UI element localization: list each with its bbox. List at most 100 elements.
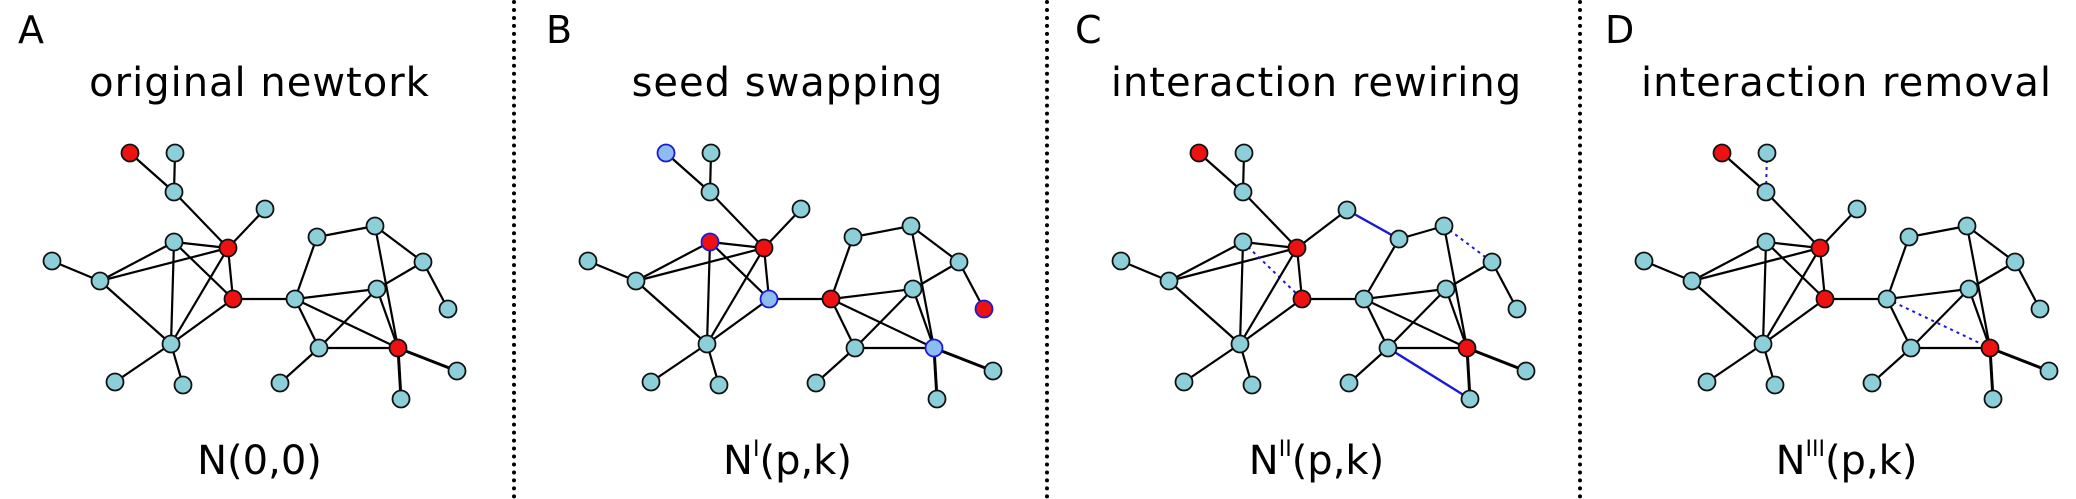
- panel-a: A original newtork N(0,0): [0, 0, 519, 499]
- seed-node: [700, 232, 720, 252]
- network-graph: [1111, 143, 1536, 409]
- panel-divider: [512, 0, 516, 499]
- network-edge: [909, 225, 936, 349]
- network-edge: [173, 241, 234, 300]
- network-node: [1378, 338, 1398, 358]
- network-node: [447, 361, 467, 381]
- removed-edge: [1443, 225, 1493, 263]
- network-node: [1634, 251, 1654, 271]
- panel-letter: D: [1605, 8, 1635, 52]
- seed-node: [388, 338, 408, 358]
- seed-node: [1815, 289, 1835, 309]
- network-node: [2005, 252, 2025, 272]
- network-edge: [1908, 224, 1968, 239]
- network-node: [1756, 182, 1776, 202]
- network-node: [1899, 227, 1919, 247]
- seed-node: [223, 289, 243, 309]
- network-node: [285, 289, 305, 309]
- network-edge: [1691, 280, 1764, 345]
- network-label-superscript: II: [1278, 436, 1292, 462]
- network-node: [1482, 252, 1502, 272]
- network-graph: [1634, 143, 2059, 409]
- panel-letter: B: [546, 8, 573, 52]
- network-edge: [99, 241, 175, 282]
- network-edge: [830, 287, 914, 301]
- panel-title: interaction removal: [1641, 60, 2052, 106]
- network-edge: [1242, 191, 1298, 249]
- panel-b: B seed swapping NI(p,k): [528, 0, 1047, 499]
- network-node: [270, 373, 290, 393]
- network-edge: [294, 298, 399, 349]
- network-edge: [99, 246, 229, 283]
- network-edge: [1363, 287, 1447, 301]
- seed-node: [821, 289, 841, 309]
- network-node: [365, 216, 385, 236]
- network-node: [1507, 299, 1527, 319]
- seed-node: [1292, 289, 1312, 309]
- network-edge: [1238, 241, 1245, 345]
- network-node: [42, 251, 62, 271]
- network-edge: [635, 246, 765, 283]
- network-node: [307, 227, 327, 247]
- panel-title: original newtork: [89, 60, 430, 106]
- panel-divider: [1045, 0, 1049, 499]
- network-edge: [1721, 152, 1767, 193]
- network-label-superscript: III: [1805, 436, 1825, 462]
- network-node: [697, 334, 717, 354]
- network-node: [255, 199, 275, 219]
- network-node: [165, 143, 185, 163]
- seed-node: [974, 299, 994, 319]
- network-edge: [1966, 225, 2016, 263]
- network-node: [309, 338, 329, 358]
- network-node: [1959, 279, 1979, 299]
- network-node: [2039, 361, 2059, 381]
- network-edge: [1989, 346, 2050, 373]
- network-node: [983, 361, 1003, 381]
- network-node: [1233, 232, 1253, 252]
- network-edge: [173, 191, 229, 249]
- panel-title: seed swapping: [631, 60, 944, 106]
- network-edge: [1706, 343, 1764, 383]
- network-edge: [829, 236, 855, 300]
- network-label-base: N: [723, 438, 753, 484]
- network-label: N(0,0): [0, 438, 519, 484]
- network-node: [1756, 232, 1776, 252]
- swapped-node: [924, 338, 944, 358]
- network-edge: [1762, 247, 1821, 345]
- network-edge: [1691, 241, 1767, 282]
- network-edge: [375, 288, 400, 349]
- network-label: NIII(p,k): [1587, 436, 2076, 484]
- swapped-node: [759, 289, 779, 309]
- network-node: [845, 338, 865, 358]
- network-node: [1242, 375, 1262, 395]
- network-node: [1753, 334, 1773, 354]
- network-edge: [706, 247, 765, 345]
- seed-node: [218, 238, 238, 258]
- network-node: [1901, 338, 1921, 358]
- seed-node: [120, 143, 140, 163]
- network-node: [105, 372, 125, 392]
- panel-c: C interaction rewiring NII(p,k): [1057, 0, 1576, 499]
- network-node: [164, 182, 184, 202]
- network-edge: [373, 225, 400, 349]
- network-edge: [374, 225, 424, 263]
- panel-divider: [1578, 0, 1582, 499]
- network-node: [90, 271, 110, 291]
- network-node: [1233, 182, 1253, 202]
- network-edge: [1967, 288, 1992, 349]
- network-edge: [1910, 288, 1970, 349]
- network-edge: [830, 298, 935, 349]
- network-node: [1389, 229, 1409, 249]
- network-node: [626, 271, 646, 291]
- network-edge: [1296, 209, 1348, 249]
- network-edge: [1761, 241, 1768, 345]
- network-node: [1111, 251, 1131, 271]
- network-node: [1337, 200, 1357, 220]
- network-node: [843, 227, 863, 247]
- network-edge: [1762, 298, 1826, 345]
- network-node: [1159, 271, 1179, 291]
- network-label-base: N: [1248, 438, 1279, 484]
- seed-node: [1457, 338, 1477, 358]
- network-edge: [933, 346, 994, 373]
- swapped-node: [656, 143, 676, 163]
